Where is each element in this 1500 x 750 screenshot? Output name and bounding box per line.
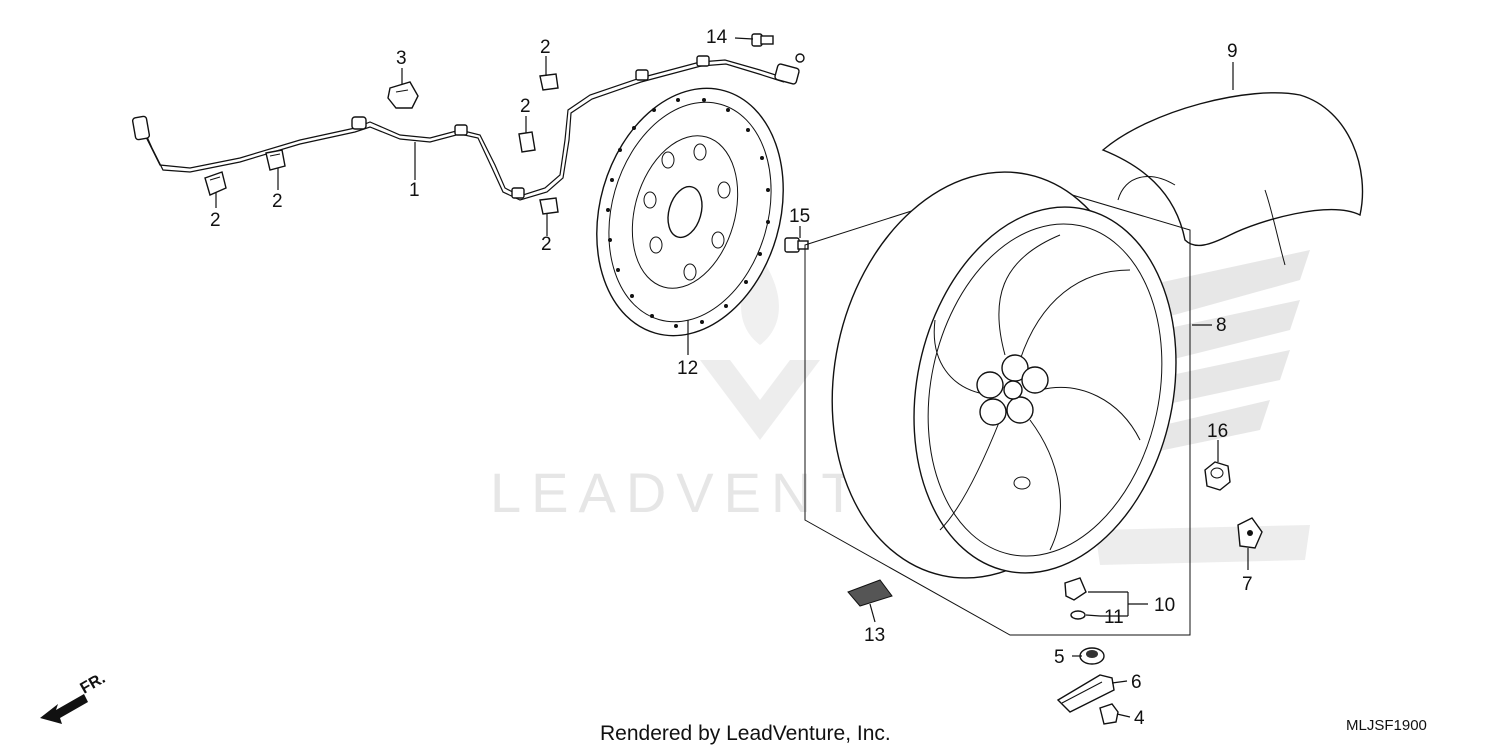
tpms-nut[interactable] [1099, 703, 1119, 725]
callout-5: 5 [1054, 647, 1065, 668]
balance-weight[interactable] [847, 579, 893, 607]
tpms-sensor[interactable] [1056, 674, 1115, 713]
harness-clip-5[interactable] [539, 197, 559, 215]
direction-label: FR. [78, 670, 109, 698]
callout-10: 10 [1154, 595, 1175, 616]
brake-disc[interactable] [569, 66, 811, 358]
callout-12: 12 [677, 358, 698, 379]
pulser-ring[interactable] [1237, 517, 1263, 549]
callout-9: 9 [1227, 41, 1238, 62]
leader-lines [215, 37, 1249, 718]
harness-clip-1[interactable] [204, 171, 227, 196]
callouts: 1 2 2 2 2 2 3 4 5 6 7 8 9 10 11 12 13 14… [210, 27, 1253, 729]
callout-3: 3 [396, 48, 407, 69]
speed-sensor-harness[interactable] [131, 53, 805, 201]
harness-clip-3[interactable] [539, 73, 559, 91]
callout-1: 1 [409, 180, 420, 201]
callout-14: 14 [706, 27, 728, 48]
callout-16: 16 [1207, 421, 1228, 442]
nut-16[interactable] [1204, 461, 1231, 491]
watermark-logo-icon [700, 360, 820, 440]
callout-8: 8 [1216, 315, 1227, 336]
tire[interactable] [1101, 92, 1364, 266]
front-arrow-icon [40, 694, 88, 724]
tire-valve[interactable] [1064, 577, 1087, 620]
callout-4: 4 [1134, 708, 1145, 729]
callout-15: 15 [789, 206, 810, 227]
wheel[interactable] [796, 143, 1209, 606]
callout-2a: 2 [210, 210, 221, 231]
diagram-code: MLJSF1900 [1346, 717, 1427, 734]
front-direction-indicator: FR. [40, 670, 108, 724]
callout-6: 6 [1131, 672, 1142, 693]
callout-13: 13 [864, 625, 885, 646]
bolt-14[interactable] [751, 33, 774, 47]
callout-2c: 2 [540, 37, 551, 58]
footer-credit: Rendered by LeadVenture, Inc. [600, 722, 891, 745]
harness-clip-2[interactable] [265, 149, 286, 171]
callout-2e: 2 [541, 234, 552, 255]
harness-clip-4[interactable] [518, 131, 536, 153]
callout-11: 11 [1104, 607, 1124, 628]
callout-7: 7 [1242, 574, 1253, 595]
callout-2b: 2 [272, 191, 283, 212]
tpms-grommet[interactable] [1079, 647, 1105, 665]
callout-2d: 2 [520, 96, 531, 117]
sensor-clamp[interactable] [387, 81, 419, 109]
disc-bolt[interactable] [784, 237, 809, 253]
